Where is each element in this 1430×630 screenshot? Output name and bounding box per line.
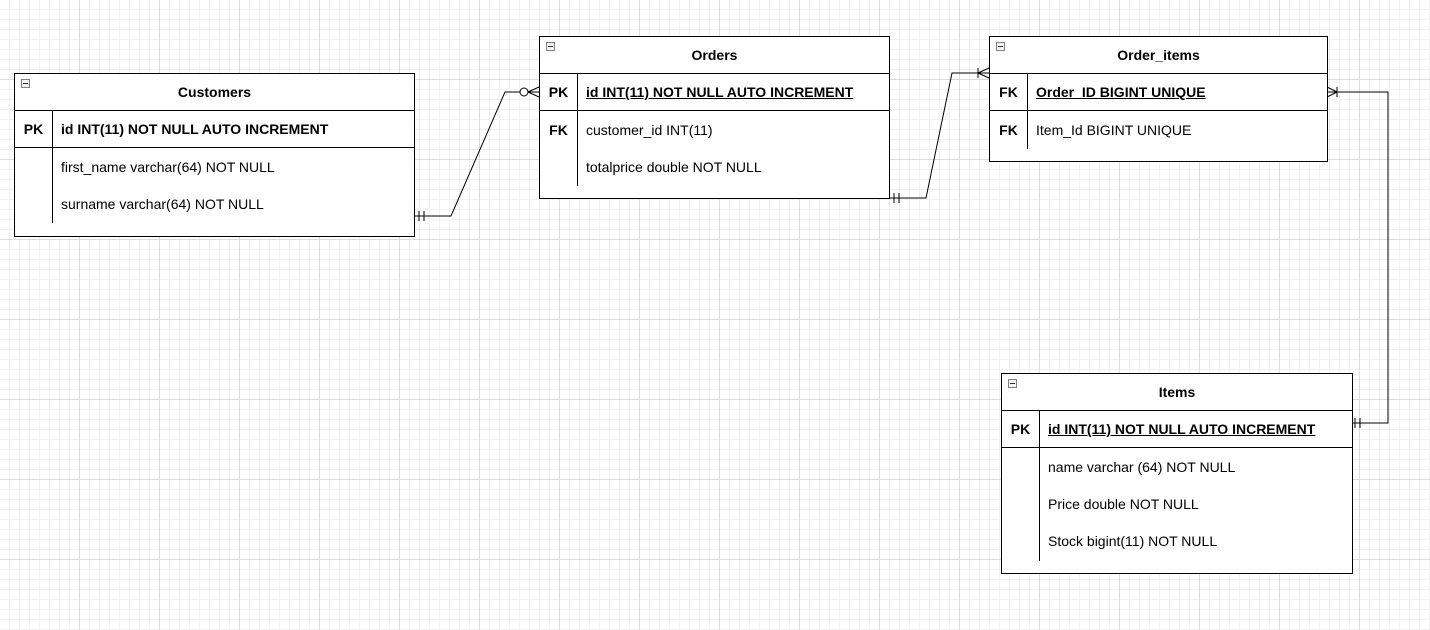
attribute-row[interactable]: Stock bigint(11) NOT NULL — [1002, 522, 1352, 559]
pk-row[interactable]: PK id INT(11) NOT NULL AUTO INCREMENT — [540, 74, 889, 111]
attribute-row[interactable]: FK customer_id INT(11) — [540, 111, 889, 148]
field-label: name varchar (64) NOT NULL — [1048, 458, 1236, 475]
field-label: id INT(11) NOT NULL AUTO INCREMENT — [586, 84, 854, 100]
key-label: PK — [548, 84, 569, 100]
key-label: FK — [549, 121, 568, 138]
crowfoot-marker — [977, 67, 990, 79]
field-label: id INT(11) NOT NULL AUTO INCREMENT — [61, 121, 329, 137]
entity-header[interactable]: Customers — [15, 74, 414, 111]
key-column-divider — [52, 149, 53, 223]
relationship-customers-orders[interactable] — [414, 91, 539, 217]
field-label: Order_ID BIGINT UNIQUE — [1036, 84, 1206, 100]
key-column-divider — [1039, 411, 1040, 449]
collapse-icon[interactable] — [996, 42, 1005, 51]
key-column-divider — [577, 112, 578, 186]
collapse-icon[interactable] — [546, 42, 555, 51]
attribute-row[interactable]: surname varchar(64) NOT NULL — [15, 185, 414, 222]
entity-header[interactable]: Items — [1002, 374, 1352, 411]
crowfoot-marker — [527, 86, 540, 98]
key-label: FK — [999, 84, 1018, 100]
attribute-row[interactable]: name varchar (64) NOT NULL — [1002, 448, 1352, 485]
zero-optional-marker — [519, 87, 529, 97]
entity-title: Orders — [691, 47, 738, 63]
fk-row[interactable]: FK Order_ID BIGINT UNIQUE — [990, 74, 1327, 111]
collapse-icon[interactable] — [1008, 379, 1017, 388]
key-label: PK — [1010, 421, 1031, 437]
key-label: PK — [23, 121, 44, 137]
pk-row[interactable]: PK id INT(11) NOT NULL AUTO INCREMENT — [1002, 411, 1352, 448]
field-label: Stock bigint(11) NOT NULL — [1048, 532, 1218, 549]
field-label: Item_Id BIGINT UNIQUE — [1036, 121, 1192, 138]
entity-items[interactable]: Items PK id INT(11) NOT NULL AUTO INCREM… — [1001, 373, 1353, 574]
entity-title: Customers — [177, 84, 252, 100]
collapse-icon[interactable] — [21, 79, 30, 88]
entity-header[interactable]: Order_items — [990, 37, 1327, 74]
key-column-divider — [1027, 112, 1028, 149]
entity-title: Order_items — [1117, 47, 1200, 63]
field-label: first_name varchar(64) NOT NULL — [61, 158, 275, 175]
entity-header[interactable]: Orders — [540, 37, 889, 74]
crowfoot-marker — [1326, 86, 1338, 98]
key-column-divider — [577, 74, 578, 112]
attribute-row[interactable]: Price double NOT NULL — [1002, 485, 1352, 522]
entity-order-items[interactable]: Order_items FK Order_ID BIGINT UNIQUE FK… — [989, 36, 1328, 162]
relationship-orders-order-items[interactable] — [889, 72, 989, 199]
attribute-row[interactable]: first_name varchar(64) NOT NULL — [15, 148, 414, 185]
attribute-row[interactable]: totalprice double NOT NULL — [540, 148, 889, 185]
entity-orders[interactable]: Orders PK id INT(11) NOT NULL AUTO INCRE… — [539, 36, 890, 199]
attribute-row[interactable]: FK Item_Id BIGINT UNIQUE — [990, 111, 1327, 148]
key-column-divider — [1027, 74, 1028, 112]
key-label: FK — [999, 121, 1018, 138]
field-label: Price double NOT NULL — [1048, 495, 1199, 512]
field-label: id INT(11) NOT NULL AUTO INCREMENT — [1048, 421, 1316, 437]
field-label: customer_id INT(11) — [586, 121, 713, 138]
field-label: surname varchar(64) NOT NULL — [61, 195, 264, 212]
relationship-items-order-items[interactable] — [1327, 91, 1389, 424]
key-column-divider — [52, 111, 53, 149]
key-column-divider — [1039, 449, 1040, 561]
entity-customers[interactable]: Customers PK id INT(11) NOT NULL AUTO IN… — [14, 73, 415, 237]
entity-title: Items — [1158, 384, 1196, 400]
field-label: totalprice double NOT NULL — [586, 158, 762, 175]
pk-row[interactable]: PK id INT(11) NOT NULL AUTO INCREMENT — [15, 111, 414, 148]
